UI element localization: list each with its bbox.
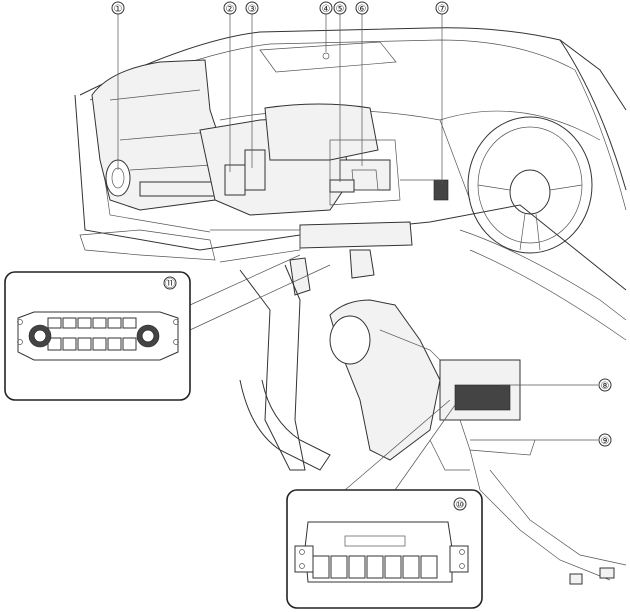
callout-4: ④	[319, 1, 333, 15]
callout-9-label: ⑨	[601, 436, 610, 447]
callout-5: ⑤	[333, 1, 347, 15]
callout-6: ⑥	[355, 1, 369, 15]
callout-5-label: ⑤	[336, 4, 345, 15]
center-console	[210, 221, 627, 585]
callout-10: ⑩	[453, 497, 467, 511]
inset-10-buttons	[312, 555, 438, 579]
callout-7-label: ⑦	[438, 4, 447, 15]
callout-3-label: ③	[248, 4, 257, 15]
callout-1: ①	[111, 1, 125, 15]
callout-3: ③	[245, 1, 259, 15]
steering-wheel	[467, 116, 593, 254]
callout-11-label: ⑪	[165, 278, 175, 290]
callout-7: ⑦	[435, 1, 449, 15]
inset-10-ac-panel: ⑩	[286, 399, 483, 609]
callout-11: ⑪	[163, 276, 177, 290]
callout-8-label: ⑧	[601, 381, 610, 392]
callout-1-label: ①	[114, 4, 123, 15]
callout-4-label: ④	[322, 4, 331, 15]
inset-11-top-buttons	[47, 317, 137, 329]
inset-11-bottom-buttons	[47, 337, 137, 351]
callout-6-label: ⑥	[358, 4, 367, 15]
callout-8: ⑧	[598, 378, 612, 392]
leader-lines	[117, 14, 598, 441]
center-duct-assembly	[199, 103, 449, 216]
callout-labels: ① ② ③ ④ ⑤ ⑥ ⑦ ⑧ ⑨	[111, 1, 612, 447]
inset-11-right-knob	[136, 324, 160, 348]
callout-9: ⑨	[598, 433, 612, 447]
callout-2: ②	[223, 1, 237, 15]
callout-10-label: ⑩	[456, 500, 465, 511]
inset-11-climate-panel: ⑪	[4, 254, 331, 401]
inset-11-left-knob	[28, 324, 52, 348]
callout-2-label: ②	[226, 4, 235, 15]
